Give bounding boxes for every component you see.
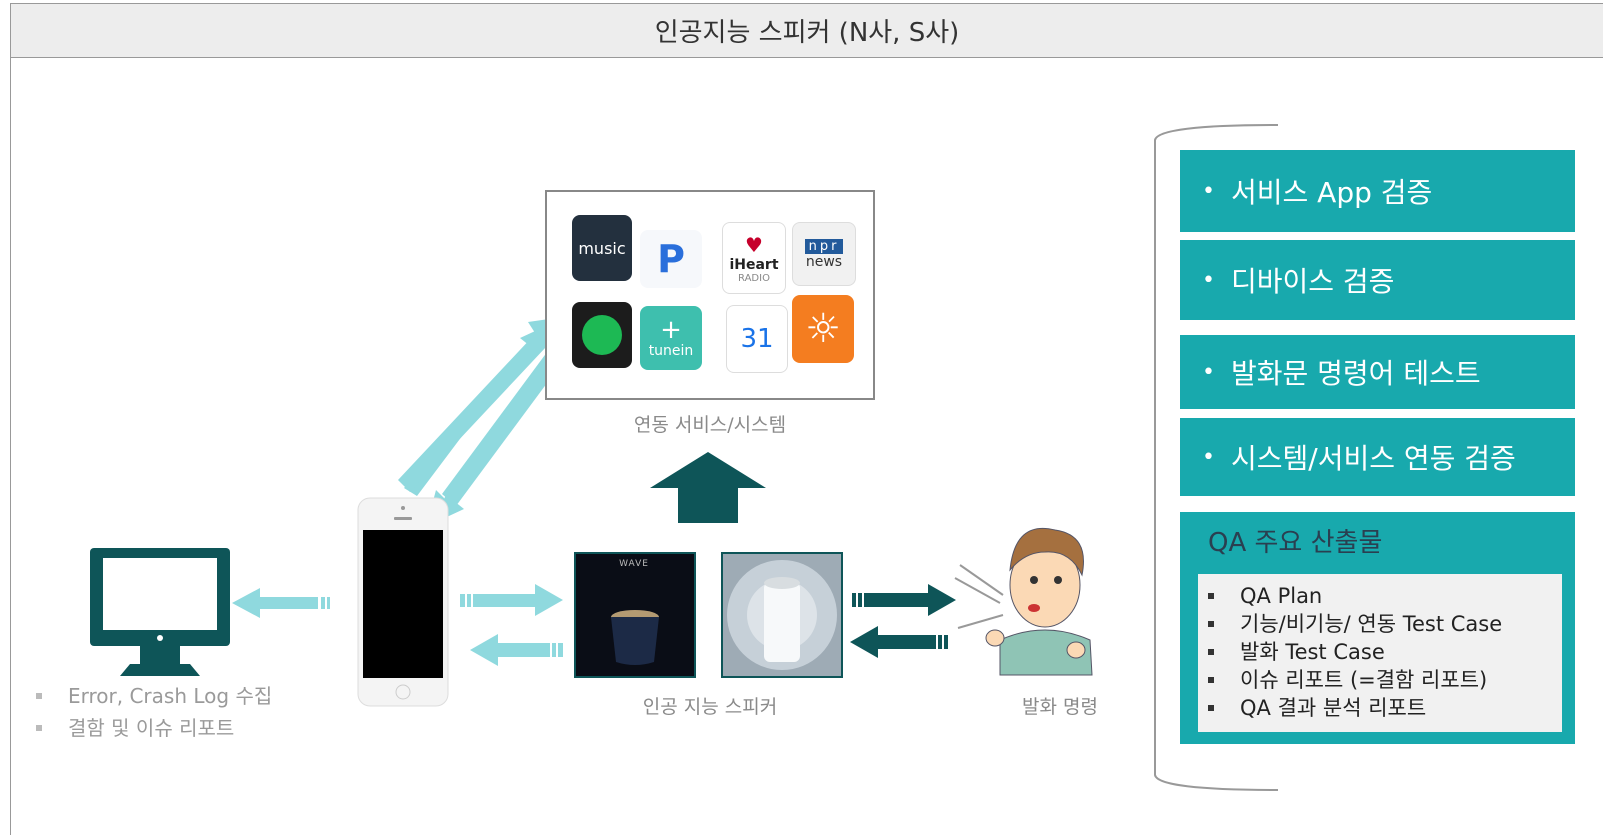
- qa-deliverables-title: QA 주요 산출물: [1208, 528, 1383, 558]
- log-report-list: Error, Crash Log 수집 결함 및 이슈 리포트: [36, 680, 272, 744]
- up-arrow: [650, 452, 766, 523]
- speaking-user-illustration: [954, 527, 1093, 676]
- list-item-text: 이슈 리포트 (=결함 리포트): [1240, 668, 1488, 692]
- panel-item-label: 디바이스 검증: [1230, 265, 1395, 298]
- panel-item-utterance-test: • 발화문 명령어 테스트: [1180, 335, 1575, 409]
- list-item: 발화 Test Case: [1208, 638, 1562, 666]
- list-item: 이슈 리포트 (=결함 리포트): [1208, 666, 1562, 694]
- speaker-to-user-arrow: [852, 584, 956, 616]
- list-item-text: 결함 및 이슈 리포트: [68, 716, 235, 740]
- bullet-icon: •: [1202, 444, 1215, 470]
- speaker-to-phone-arrow: [470, 634, 563, 666]
- speaker-caption: 인공 지능 스피커: [642, 696, 778, 718]
- spotify-icon: [572, 302, 632, 368]
- tunein-glyph-icon: +: [660, 315, 682, 345]
- amazon-music-icon: music: [572, 215, 632, 281]
- monitor-icon: [90, 548, 230, 676]
- calendar-label: 31: [740, 324, 774, 354]
- weather-sun-icon: ☼: [792, 295, 854, 363]
- page-title: 인공지능 스피커 (N사, S사): [10, 3, 1603, 58]
- list-item-text: QA Plan: [1240, 584, 1323, 608]
- qa-deliverables-list: QA Plan 기능/비기능/ 연동 Test Case 발화 Test Cas…: [1198, 574, 1562, 732]
- bullet-icon: [1208, 593, 1214, 599]
- bullet-icon: [1208, 677, 1214, 683]
- list-item-text: Error, Crash Log 수집: [68, 684, 273, 708]
- list-item: 기능/비기능/ 연동 Test Case: [1208, 610, 1562, 638]
- panel-item-integration-verification: • 시스템/서비스 연동 검증: [1180, 418, 1575, 496]
- user-to-speaker-arrow: [850, 626, 948, 658]
- bullet-icon: [36, 725, 42, 731]
- list-item-text: QA 결과 분석 리포트: [1240, 696, 1427, 720]
- bullet-icon: •: [1202, 267, 1215, 293]
- list-item-text: 발화 Test Case: [1240, 640, 1385, 664]
- bullet-icon: [36, 693, 42, 699]
- npr-sub-label: news: [805, 253, 843, 270]
- iheart-heart-icon: ♥: [745, 232, 763, 257]
- phone-to-monitor-arrow: [232, 588, 330, 618]
- bullet-icon: [1208, 621, 1214, 627]
- pandora-label: P: [657, 237, 685, 281]
- iheart-sub-label: RADIO: [738, 272, 770, 284]
- panel-item-app-verification: • 서비스 App 검증: [1180, 150, 1575, 232]
- panel-item-label: 서비스 App 검증: [1230, 176, 1433, 209]
- qa-deliverables-box: QA 주요 산출물 QA Plan 기능/비기능/ 연동 Test Case 발…: [1180, 512, 1575, 744]
- calendar-icon: 31: [726, 305, 788, 373]
- bullet-icon: [1208, 705, 1214, 711]
- panel-item-label: 시스템/서비스 연동 검증: [1230, 442, 1516, 475]
- tunein-icon: + tunein: [640, 306, 702, 370]
- list-item: QA Plan: [1208, 582, 1562, 610]
- bullet-icon: •: [1202, 178, 1215, 204]
- pandora-icon: P: [640, 230, 702, 288]
- speaker-wave-image: [574, 552, 696, 678]
- npr-news-icon: npr news: [792, 222, 856, 286]
- panel-item-device-verification: • 디바이스 검증: [1180, 240, 1575, 320]
- list-item: QA 결과 분석 리포트: [1208, 694, 1562, 722]
- bullet-icon: •: [1202, 359, 1215, 385]
- services-caption: 연동 서비스/시스템: [633, 414, 787, 436]
- panel-bracket: [1154, 124, 1279, 791]
- npr-label: npr: [804, 238, 844, 254]
- bullet-icon: [1208, 649, 1214, 655]
- list-item: 결함 및 이슈 리포트: [36, 712, 272, 744]
- speaker-white-image: [721, 552, 843, 678]
- iheart-label: iHeart: [729, 256, 779, 273]
- list-item: Error, Crash Log 수집: [36, 680, 272, 712]
- amazon-music-label: music: [578, 238, 626, 258]
- phone-to-speaker-arrow: [460, 584, 563, 616]
- panel-item-label: 발화문 명령어 테스트: [1230, 357, 1481, 390]
- iheart-radio-icon: ♥ iHeart RADIO: [722, 222, 786, 294]
- smartphone-icon: [357, 497, 449, 707]
- speaker-brand-label: WAVE: [619, 559, 649, 569]
- speech-caption: 발화 명령: [1022, 696, 1098, 718]
- tunein-label: tunein: [648, 343, 694, 359]
- list-item-text: 기능/비기능/ 연동 Test Case: [1240, 612, 1503, 636]
- spotify-logo-icon: [582, 315, 622, 355]
